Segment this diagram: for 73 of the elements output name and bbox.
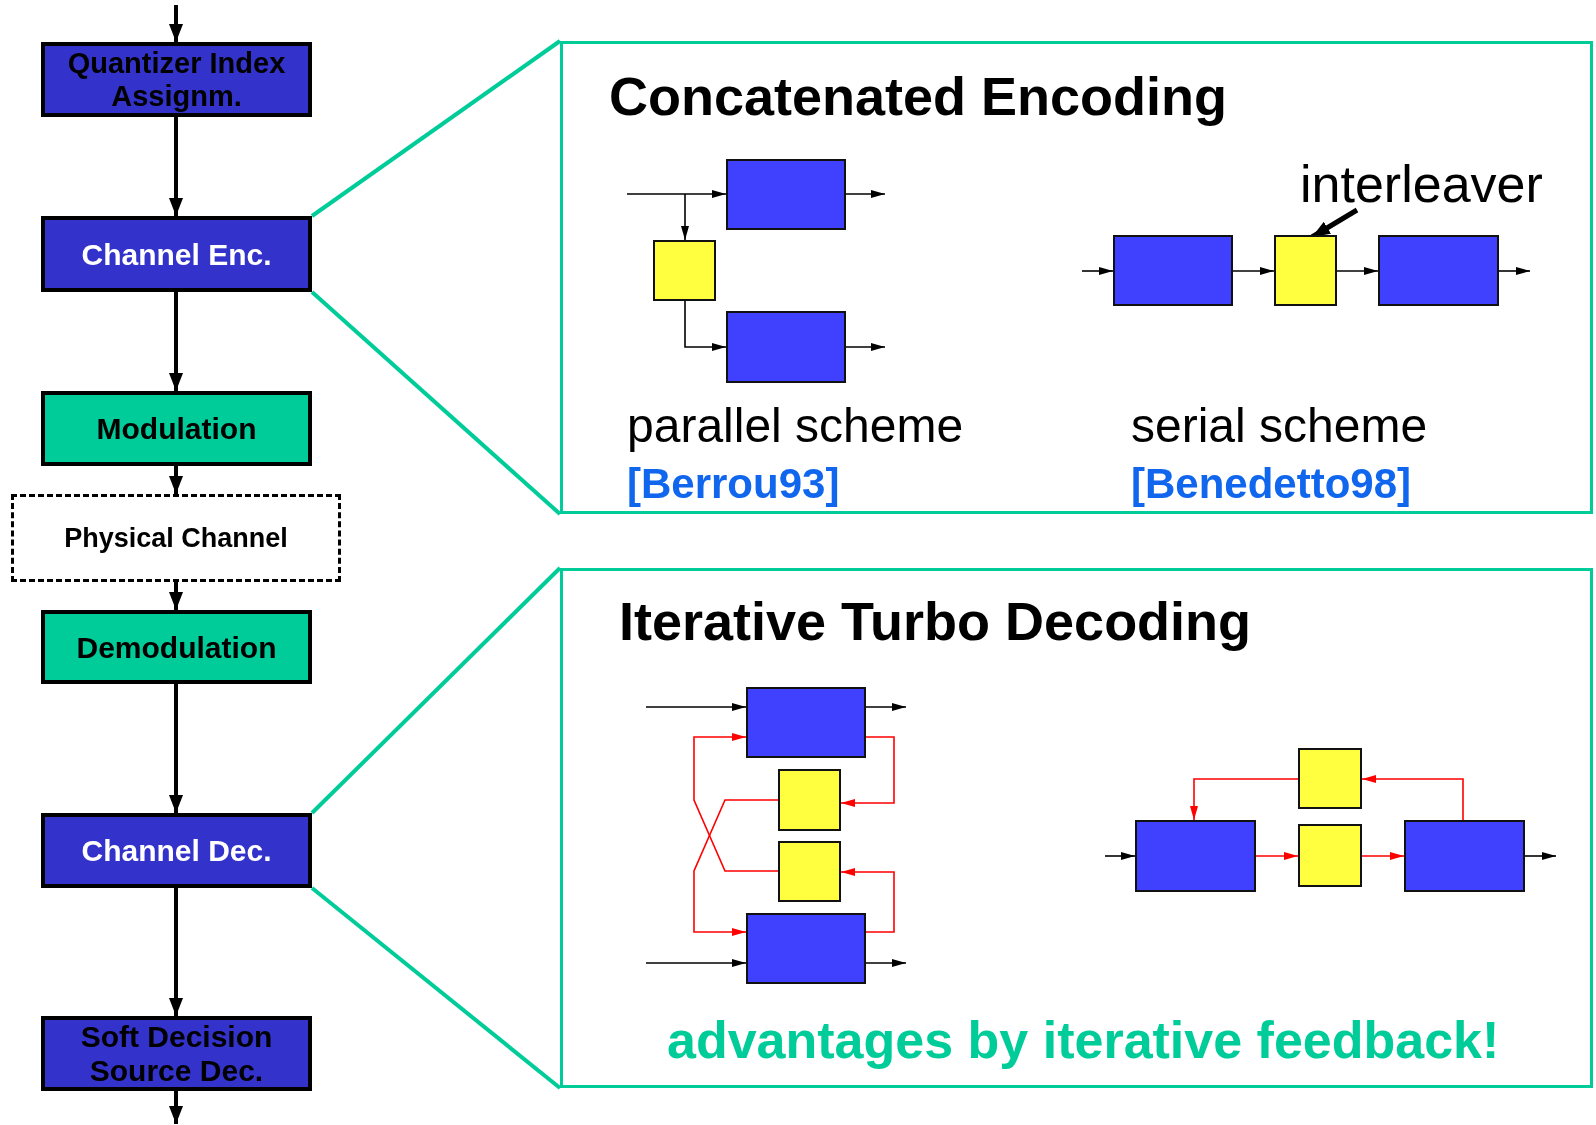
decoder-block	[1135, 820, 1256, 892]
arrow	[169, 582, 183, 610]
zoom-line	[310, 886, 562, 1090]
arrow	[840, 736, 895, 807]
process-box	[41, 42, 312, 117]
arrow	[684, 300, 727, 351]
interleaver-block	[653, 240, 716, 301]
box-label: Modulation	[96, 411, 257, 447]
arrow	[840, 868, 895, 933]
process-box	[41, 813, 312, 888]
interleaver-block	[1298, 824, 1362, 887]
arrow	[169, 684, 183, 813]
decoder-block	[1404, 820, 1525, 892]
arrow	[1498, 267, 1531, 275]
arrow	[626, 190, 727, 198]
box-label: Channel Enc.	[81, 236, 272, 273]
arrow	[1104, 852, 1136, 860]
encoder-block	[726, 159, 846, 230]
interleaver-block	[1298, 748, 1362, 809]
note-text: advantages by iterative feedback!	[667, 1010, 1500, 1071]
interleaver-block	[1274, 235, 1337, 306]
process-box	[41, 391, 312, 466]
citation-label: [Berrou93]	[627, 459, 840, 509]
panel-title: Iterative Turbo Decoding	[619, 590, 1252, 653]
encoder-block	[1378, 235, 1499, 306]
arrow	[1361, 775, 1464, 821]
arrow	[1255, 852, 1299, 860]
box-label: Demodulation	[76, 629, 277, 666]
arrow	[169, 292, 183, 391]
zoom-panel	[560, 568, 1593, 1088]
zoom-line	[310, 290, 562, 516]
channel-box	[11, 494, 341, 582]
arrow	[865, 959, 907, 967]
encoder-block	[726, 311, 846, 383]
arrow	[169, 5, 183, 42]
arrow	[645, 959, 747, 967]
process-box	[41, 216, 312, 292]
scheme-label: parallel scheme	[627, 398, 964, 454]
zoom-line	[310, 566, 562, 815]
box-label: Channel Dec.	[81, 833, 272, 869]
zoom-panel	[560, 41, 1593, 514]
box-label: Physical Channel	[64, 521, 288, 555]
arrow	[845, 343, 886, 351]
box-label: interleaver	[1300, 158, 1543, 210]
arrow	[169, 466, 183, 494]
arrow	[1232, 267, 1275, 275]
arrow	[645, 703, 747, 711]
arrow	[865, 703, 907, 711]
arrow	[1081, 267, 1114, 275]
interleaver-block	[778, 769, 841, 831]
box-label: Quantizer Index Assignm.	[66, 46, 287, 113]
arrow	[169, 888, 183, 1016]
arrow	[1190, 778, 1299, 821]
arrow	[169, 117, 183, 216]
panel-title: Concatenated Encoding	[609, 65, 1228, 128]
scheme-label: serial scheme	[1131, 398, 1428, 454]
decoder-block	[746, 687, 866, 758]
encoder-block	[1113, 235, 1233, 306]
process-box	[41, 610, 312, 684]
arrow	[169, 1091, 183, 1124]
arrow	[1336, 267, 1379, 275]
citation-label: [Benedetto98]	[1131, 459, 1412, 509]
interleaver-block	[778, 841, 841, 902]
decoder-block	[746, 913, 866, 984]
box-label: Soft Decision Source Dec.	[79, 1019, 274, 1088]
arrow	[1361, 852, 1405, 860]
zoom-line	[310, 39, 562, 218]
process-box	[41, 1016, 312, 1091]
arrow	[693, 733, 779, 872]
arrow	[845, 190, 886, 198]
arrow	[1524, 852, 1557, 860]
arrow	[693, 799, 779, 936]
arrow	[681, 193, 689, 241]
